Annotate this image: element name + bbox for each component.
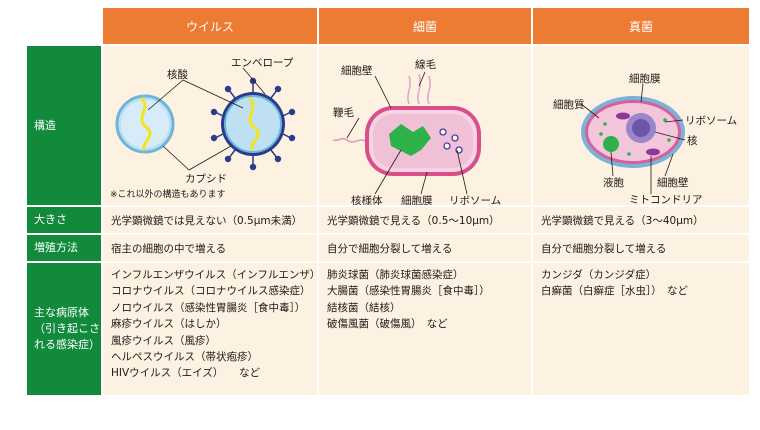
row-label-pathogens-line-3: れる感染症） <box>34 338 100 351</box>
list-item: 大腸菌（感染性胃腸炎［食中毒］） <box>327 285 490 298</box>
list-item: コロナウイルス（コロナウイルス感染症） <box>111 285 311 298</box>
list-item: 破傷風菌（破傷風） など <box>327 318 448 331</box>
row-label-structure: 構造 <box>27 46 103 207</box>
header-row: ウイルス 細菌 真菌 <box>27 8 749 46</box>
fungi-vacuole-shape <box>603 136 619 152</box>
list-item: インフルエンザウイルス（インフルエンザ） <box>111 269 321 281</box>
bacteria-diagram: 細胞壁 線毛 鞭毛 核様体 細胞膜 リボソーム <box>332 58 501 207</box>
size-fungi: 光学顕微鏡で見える（3〜40μm） <box>533 207 749 235</box>
row-label-size: 大きさ <box>27 207 103 235</box>
label-fungi-cell-membrane: 細胞膜 <box>629 72 661 85</box>
label-cell-membrane: 細胞膜 <box>401 194 433 205</box>
list-item: 結核菌（結核） <box>327 301 401 314</box>
fungi-diagram: 細胞膜 細胞質 リボソーム 核 液胞 細胞壁 ミトコンドリア <box>553 72 737 206</box>
label-nucleic-acid: 核酸 <box>167 68 188 81</box>
list-item: HIVウイルス（エイズ） など <box>111 367 261 380</box>
nucleic-acid-strand <box>139 96 152 152</box>
multiplication-virus: 宿主の細胞の中で増える <box>103 235 319 263</box>
label-cell-wall: 細胞壁 <box>341 64 373 77</box>
label-ribosome: リボソーム <box>449 195 501 205</box>
virus-diagram: 核酸 エンベロープ カプシド ※これ以外の構造もあります <box>110 57 296 200</box>
row-label-pathogens: 主な病原体 （引き起こさ れる感染症） <box>27 263 103 397</box>
header-virus: ウイルス <box>103 8 319 46</box>
pathogens-fungi-list: カンジダ（カンジダ症） 白癬菌（白癬症［水虫］） など <box>533 263 749 397</box>
pathogens-row: 主な病原体 （引き起こさ れる感染症） インフルエンザウイルス（インフルエンザ）… <box>27 263 749 397</box>
size-bacteria: 光学顕微鏡で見える（0.5〜10μm） <box>319 207 533 235</box>
label-capsid: カプシド <box>185 173 227 185</box>
label-pilus: 線毛 <box>415 58 436 71</box>
virus-structure-cell: 核酸 エンベロープ カプシド ※これ以外の構造もあります <box>103 46 319 207</box>
label-mitochondria: ミトコンドリア <box>629 194 703 205</box>
list-item: 風疹ウイルス（風疹） <box>111 334 216 347</box>
list-item: 麻疹ウイルス（はしか） <box>111 318 227 331</box>
label-nucleus: 核 <box>687 134 698 147</box>
corner-cell <box>27 8 103 46</box>
mitochondria-shape-2 <box>646 148 660 156</box>
row-label-multiplication: 増殖方法 <box>27 235 103 263</box>
capsid-inner <box>121 100 169 148</box>
multiplication-fungi: 自分で細胞分裂して増える <box>533 235 749 263</box>
label-vacuole: 液胞 <box>603 176 624 189</box>
label-flagellum: 鞭毛 <box>333 106 354 119</box>
bacteria-structure-cell: 細胞壁 線毛 鞭毛 核様体 細胞膜 リボソーム <box>319 46 533 207</box>
row-label-pathogens-line-2: （引き起こさ <box>34 322 100 335</box>
multiplication-bacteria: 自分で細胞分裂して増える <box>319 235 533 263</box>
list-item: カンジダ（カンジダ症） <box>541 269 657 281</box>
inner-nucleic-acid <box>247 96 260 152</box>
pili-shape <box>407 73 431 105</box>
inner-capsid-shape <box>224 95 282 153</box>
pathogens-bacteria-list: 肺炎球菌（肺炎球菌感染症） 大腸菌（感染性胃腸炎［食中毒］） 結核菌（結核） 破… <box>319 263 533 397</box>
structure-row: 構造 <box>27 46 749 207</box>
list-item: ノロウイルス（感染性胃腸炎［食中毒］） <box>111 301 306 314</box>
label-fungi-ribosome: リボソーム <box>685 115 737 127</box>
header-fungi: 真菌 <box>533 8 749 46</box>
list-item: ヘルペスウイルス（帯状疱疹） <box>111 351 258 364</box>
multiplication-row: 増殖方法 宿主の細胞の中で増える 自分で細胞分裂して増える 自分で細胞分裂して増… <box>27 235 749 263</box>
label-cytoplasm: 細胞質 <box>553 98 585 111</box>
flagellum-shape <box>332 137 368 143</box>
label-fungi-cell-wall: 細胞壁 <box>657 176 689 189</box>
list-item: 白癬菌（白癬症［水虫］） など <box>541 285 688 298</box>
row-label-pathogens-line-1: 主な病原体 <box>34 306 89 319</box>
ribosome-dots <box>439 128 463 154</box>
label-nucleoid: 核様体 <box>351 194 383 205</box>
size-virus: 光学顕微鏡では見えない（0.5μm未満） <box>103 207 319 235</box>
fungi-ribosome-dots <box>599 118 671 156</box>
nucleoid-shape <box>389 124 431 156</box>
pathogens-virus-list: インフルエンザウイルス（インフルエンザ） コロナウイルス（コロナウイルス感染症）… <box>103 263 321 397</box>
label-envelope: エンベロープ <box>231 57 294 69</box>
header-bacteria: 細菌 <box>319 8 533 46</box>
structure-note: ※これ以外の構造もあります <box>110 188 226 200</box>
envelope-spikes <box>210 77 296 171</box>
list-item: 肺炎球菌（肺炎球菌感染症） <box>327 269 464 281</box>
size-row: 大きさ 光学顕微鏡では見えない（0.5μm未満） 光学顕微鏡で見える（0.5〜1… <box>27 207 749 235</box>
fungi-structure-cell: 細胞膜 細胞質 リボソーム 核 液胞 細胞壁 ミトコンドリア <box>533 46 749 207</box>
fungi-nucleolus-shape <box>632 119 650 137</box>
comparison-table: ウイルス 細菌 真菌 構造 <box>27 8 749 397</box>
mitochondria-shape <box>616 112 630 120</box>
